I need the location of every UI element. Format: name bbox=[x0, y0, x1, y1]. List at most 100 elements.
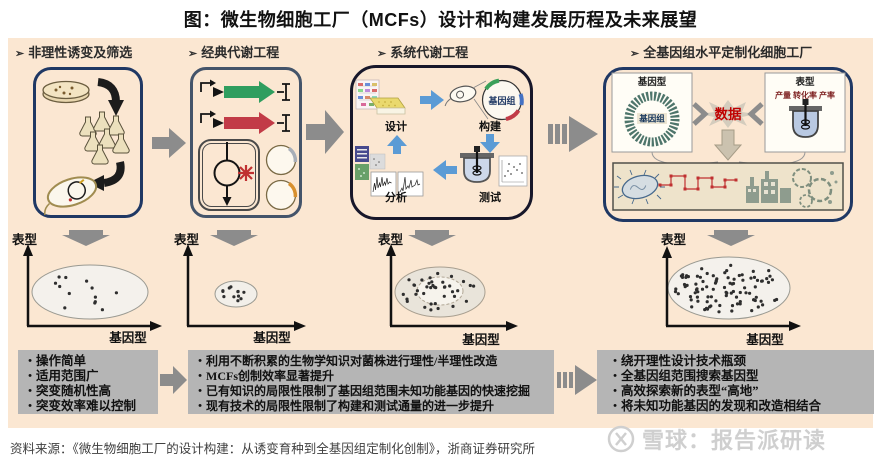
plot2-x-label: 基因型 bbox=[252, 330, 291, 345]
plot4-y-label: 表型 bbox=[660, 232, 687, 247]
bioreactor-icon bbox=[460, 146, 494, 183]
bullet-icon: • bbox=[613, 355, 617, 367]
plot1-x-label: 基因型 bbox=[108, 330, 147, 345]
summary-item: 绕开理性设计技术瓶颈 bbox=[621, 354, 747, 368]
variant-cloud bbox=[667, 256, 791, 320]
pathway-knockout-icon bbox=[198, 139, 260, 211]
panel-customized-factory: 基因型 基因组 表型 产量 转化率 产率 bbox=[603, 67, 853, 222]
spectra-thumbnails bbox=[370, 171, 424, 197]
bacterium-icon bbox=[43, 176, 98, 215]
summary-item: 突变随机性高 bbox=[36, 384, 112, 398]
shake-flasks-icon bbox=[79, 111, 130, 165]
genome-ring-label: 基因组 bbox=[638, 114, 665, 124]
variant-dots bbox=[221, 285, 246, 303]
test-label: 测试 bbox=[479, 190, 501, 204]
variant-cloud bbox=[214, 280, 258, 308]
petri-dish-icon bbox=[42, 80, 90, 104]
summary-box-genome-wide: •绕开理性设计技术瓶颈 •全基因组范围搜索基因型 •高效探索新的表型“高地” •… bbox=[597, 350, 874, 414]
variant-cloud-inner bbox=[416, 276, 464, 306]
summary-item: MCFs创制效率显著提升 bbox=[206, 369, 334, 383]
bullet-icon: • bbox=[198, 385, 202, 397]
bullet-icon: • bbox=[198, 400, 202, 412]
xueqiu-logo-icon bbox=[607, 425, 635, 453]
phenotype-box: 表型 产量 转化率 产率 bbox=[764, 72, 846, 153]
customized-factory-illustration: 基因型 基因组 表型 产量 转化率 产率 bbox=[611, 72, 846, 211]
stage-4-label: 全基因组水平定制化细胞工厂 bbox=[643, 45, 813, 60]
engineered-bacterium-icon bbox=[614, 169, 665, 205]
variant-dots-outer bbox=[401, 271, 476, 312]
plot-mutagenesis: 表型 基因型 bbox=[11, 230, 162, 345]
phenotype-label: 表型 bbox=[794, 76, 815, 88]
bullet-icon: • bbox=[198, 355, 202, 367]
summary-item: 将未知功能基因的发现和改造相结合 bbox=[621, 399, 822, 413]
plot3-y-label: 表型 bbox=[377, 232, 404, 247]
down-arrow-icon bbox=[210, 230, 258, 246]
bullet-icon: • bbox=[28, 400, 32, 412]
bullet-icon: • bbox=[28, 385, 32, 397]
dbtl-cycle-illustration: 设计 基因组 构建 bbox=[355, 78, 528, 204]
omics-thumbnails bbox=[355, 146, 386, 180]
bullet-icon: • bbox=[198, 370, 202, 382]
build-label: 构建 bbox=[479, 119, 502, 133]
gene-cassette-green bbox=[200, 79, 290, 103]
down-arrow-icon bbox=[62, 230, 110, 246]
summary-item: 现有技术的局限性限制了构建和测试通量的进一步提升 bbox=[206, 399, 495, 413]
plot2-y-label: 表型 bbox=[173, 232, 200, 247]
metabolic-illustration bbox=[198, 79, 298, 211]
summary-arrow-1-2 bbox=[160, 366, 187, 394]
genome-circle-icon: 基因组 bbox=[481, 78, 524, 121]
plasmid-gray-icon bbox=[265, 144, 298, 176]
bioreactor-icon bbox=[789, 99, 822, 138]
data-label: 数据 bbox=[715, 106, 743, 122]
cycle-arrow-right-icon bbox=[420, 90, 444, 110]
figure-canvas: ➢非理性诱变及筛选 ➢经典代谢工程 ➢系统代谢工程 ➢全基因组水平定制化细胞工厂 bbox=[8, 38, 874, 428]
factory-icon bbox=[746, 171, 791, 203]
stage-arrow-3-4 bbox=[548, 116, 598, 152]
analyze-label: 分析 bbox=[385, 190, 407, 204]
plot-classic: 表型 基因型 bbox=[173, 230, 306, 345]
triangle-bullet-icon: ➢ bbox=[377, 48, 387, 60]
summary-box-metabolic: •利用不断积累的生物学知识对菌株进行理性/半理性改造 •MCFs创制效率显著提升… bbox=[188, 350, 554, 414]
variant-dots bbox=[673, 263, 779, 314]
factory-strip bbox=[612, 162, 844, 211]
genotype-label: 基因型 bbox=[637, 76, 667, 88]
genome-ring-icon bbox=[624, 91, 680, 147]
watermark-text: 雪球：报告派研读 bbox=[642, 428, 827, 453]
mutagenesis-illustration bbox=[42, 78, 130, 215]
circuit-path-icon bbox=[658, 174, 738, 191]
cycle-arrow-left-icon bbox=[433, 160, 457, 180]
triangle-bullet-icon: ➢ bbox=[188, 48, 198, 60]
summary-arrow-2-3 bbox=[557, 365, 597, 395]
genotype-box: 基因型 基因组 bbox=[611, 72, 693, 153]
curved-arrow-down-icon bbox=[97, 78, 124, 116]
microplate-icon bbox=[369, 97, 406, 115]
plot1-y-label: 表型 bbox=[11, 232, 38, 247]
plasmid-orange-icon bbox=[265, 179, 298, 211]
ghost-arrow-down-icon bbox=[713, 129, 743, 161]
plot-systems: 表型 基因型 bbox=[377, 230, 518, 347]
stage-arrow-1-2 bbox=[152, 128, 186, 158]
panel-mutagenesis bbox=[33, 67, 143, 218]
summary-item: 已有知识的局限性限制了基因组范围未知功能基因的快速挖掘 bbox=[206, 384, 531, 398]
triangle-bullet-icon: ➢ bbox=[15, 48, 25, 60]
data-hub: 数据 bbox=[692, 100, 764, 128]
scatter-plot-thumbnail bbox=[498, 155, 528, 187]
stage-header-2: ➢经典代谢工程 bbox=[188, 42, 279, 61]
stage-header-3: ➢系统代谢工程 bbox=[377, 42, 468, 61]
chevron-left-icon bbox=[747, 102, 764, 126]
summary-item: 适用范围广 bbox=[36, 369, 99, 383]
variant-cloud bbox=[31, 264, 149, 320]
stage-3-label: 系统代谢工程 bbox=[390, 45, 469, 60]
stage-header-4: ➢全基因组水平定制化细胞工厂 bbox=[630, 42, 812, 61]
bullet-icon: • bbox=[28, 370, 32, 382]
variant-dots-inner bbox=[422, 280, 460, 298]
chevron-right-icon bbox=[692, 102, 709, 126]
cycle-arrow-up-icon bbox=[387, 135, 407, 154]
summary-item: 操作简单 bbox=[36, 354, 87, 368]
summary-box-mutagenesis: •操作简单 •适用范围广 •突变随机性高 •突变效率难以控制 bbox=[18, 350, 158, 414]
gene-cassette-red bbox=[200, 110, 290, 134]
triangle-bullet-icon: ➢ bbox=[630, 48, 640, 60]
design-label: 设计 bbox=[385, 119, 407, 133]
gears-icon bbox=[792, 168, 838, 208]
plot3-x-label: 基因型 bbox=[461, 332, 500, 347]
